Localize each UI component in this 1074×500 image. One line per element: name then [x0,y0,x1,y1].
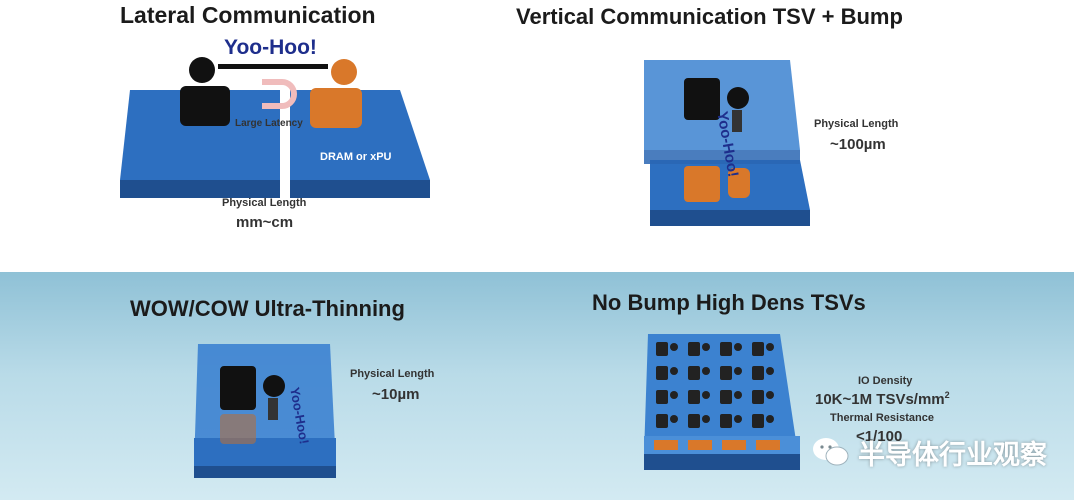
vertical-length-value: ~100µm [830,136,886,153]
wow-diagram [194,344,336,478]
tsv-figure-body [688,342,700,356]
tsv-figure-body [720,342,732,356]
watermark-text: 半导体行业观察 [858,439,1047,471]
vertical-title: Vertical Communication TSV + Bump [516,4,903,29]
tsv-figure-body [720,414,732,428]
tsv-orange-block [756,440,780,450]
tsv-figure-head [766,415,774,423]
tsv-figure-body [752,390,764,404]
lateral-length-value: mm~cm [236,214,294,231]
tsv-figure-head [670,343,678,351]
tsv-figure-head [766,391,774,399]
tsv-orange-block [688,440,712,450]
lateral-latency: Large Latency [235,118,303,129]
tsv-figure-head [766,343,774,351]
tsv-figure-body [688,390,700,404]
nobump-thermal-value: <1/100 [856,428,903,445]
tsv-figure-head [670,415,678,423]
lateral-length-label: Physical Length [222,197,307,209]
tsv-orange-row [654,440,780,450]
tsv-figure-head [734,415,742,423]
bottom-panel [0,272,1074,500]
tsv-figure-head [734,343,742,351]
tsv-figure-head [766,367,774,375]
tsv-figure-head [670,367,678,375]
tsv-figure-head [702,343,710,351]
wow-length-label: Physical Length [350,368,435,380]
tsv-figure-body [752,414,764,428]
nobump-diagram [644,334,800,470]
lateral-chip-label: DRAM or xPU [320,151,392,163]
wechat-icon [813,438,849,466]
tsv-figure-body [656,366,668,380]
lateral-diagram [120,57,430,198]
tsv-figure-head [734,391,742,399]
tsv-figure-head [670,391,678,399]
nobump-density-label: IO Density [858,375,913,387]
tsv-orange-block [722,440,746,450]
tsv-figure-head [702,415,710,423]
tsv-figure-body [720,366,732,380]
tsv-figure-body [656,414,668,428]
tsv-orange-block [654,440,678,450]
vertical-length-label: Physical Length [814,118,899,130]
wow-length-value: ~10µm [372,386,420,403]
wow-title: WOW/COW Ultra-Thinning [130,296,405,321]
tsv-figure-grid [656,342,774,428]
nobump-title: No Bump High Dens TSVs [592,290,866,315]
tsv-figure-body [656,390,668,404]
tsv-figure-body [720,390,732,404]
nobump-density-sup: 2 [944,390,950,400]
tsv-figure-body [688,414,700,428]
tsv-figure-body [752,342,764,356]
lateral-title: Lateral Communication [120,2,376,28]
nobump-thermal-label: Thermal Resistance [830,412,934,424]
nobump-density-value: 10K~1M TSVs/mm2 [815,390,950,408]
tsv-figure-body [752,366,764,380]
tsv-figure-head [702,367,710,375]
watermark: 半导体行业观察 [812,432,1052,472]
tsv-figure-head [702,391,710,399]
nobump-density-number: 10K~1M TSVs/mm [815,391,945,408]
tsv-figure-body [688,366,700,380]
tsv-figure-head [734,367,742,375]
lateral-shout: Yoo-Hoo! [224,36,317,59]
tsv-figure-body [656,342,668,356]
vertical-diagram [644,60,810,226]
